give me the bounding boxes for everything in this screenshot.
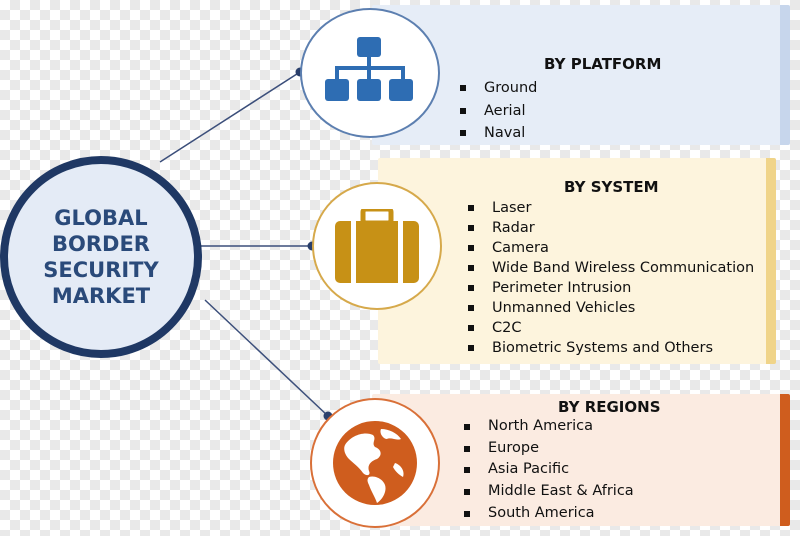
system-icon-circle (312, 182, 442, 310)
platform-list: Ground Aerial Naval (460, 77, 537, 145)
regions-title: BY REGIONS (558, 398, 661, 416)
globe-icon (333, 421, 417, 505)
briefcase-icon (335, 209, 419, 283)
list-item: North America (464, 416, 634, 438)
platform-icon-circle (300, 8, 440, 138)
list-item: Europe (464, 438, 634, 460)
list-item: South America (464, 503, 634, 525)
list-item: Aerial (460, 100, 537, 123)
system-title: BY SYSTEM (564, 178, 659, 196)
list-item: Laser (468, 198, 754, 218)
connector-regions (204, 299, 329, 417)
platform-title: BY PLATFORM (544, 55, 662, 73)
system-panel: BY SYSTEM Laser Radar Camera Wide Band W… (378, 158, 776, 364)
system-list: Laser Radar Camera Wide Band Wireless Co… (468, 198, 754, 358)
list-item: Wide Band Wireless Communication (468, 258, 754, 278)
list-item: Ground (460, 77, 537, 100)
regions-list: North America Europe Asia Pacific Middle… (464, 416, 634, 525)
list-item: Radar (468, 218, 754, 238)
regions-icon-circle (310, 398, 440, 528)
list-item: Asia Pacific (464, 459, 634, 481)
hub-circle: GLOBAL BORDER SECURITY MARKET (0, 156, 202, 358)
list-item: Biometric Systems and Others (468, 338, 754, 358)
list-item: Perimeter Intrusion (468, 278, 754, 298)
connector-platform (159, 71, 301, 163)
hub-title: GLOBAL BORDER SECURITY MARKET (43, 206, 159, 308)
list-item: Middle East & Africa (464, 481, 634, 503)
list-item: C2C (468, 318, 754, 338)
hierarchy-icon (325, 37, 413, 101)
platform-panel: BY PLATFORM Ground Aerial Naval (372, 5, 790, 145)
list-item: Unmanned Vehicles (468, 298, 754, 318)
list-item: Camera (468, 238, 754, 258)
regions-panel: BY REGIONS North America Europe Asia Pac… (372, 394, 790, 526)
list-item: Naval (460, 122, 537, 145)
